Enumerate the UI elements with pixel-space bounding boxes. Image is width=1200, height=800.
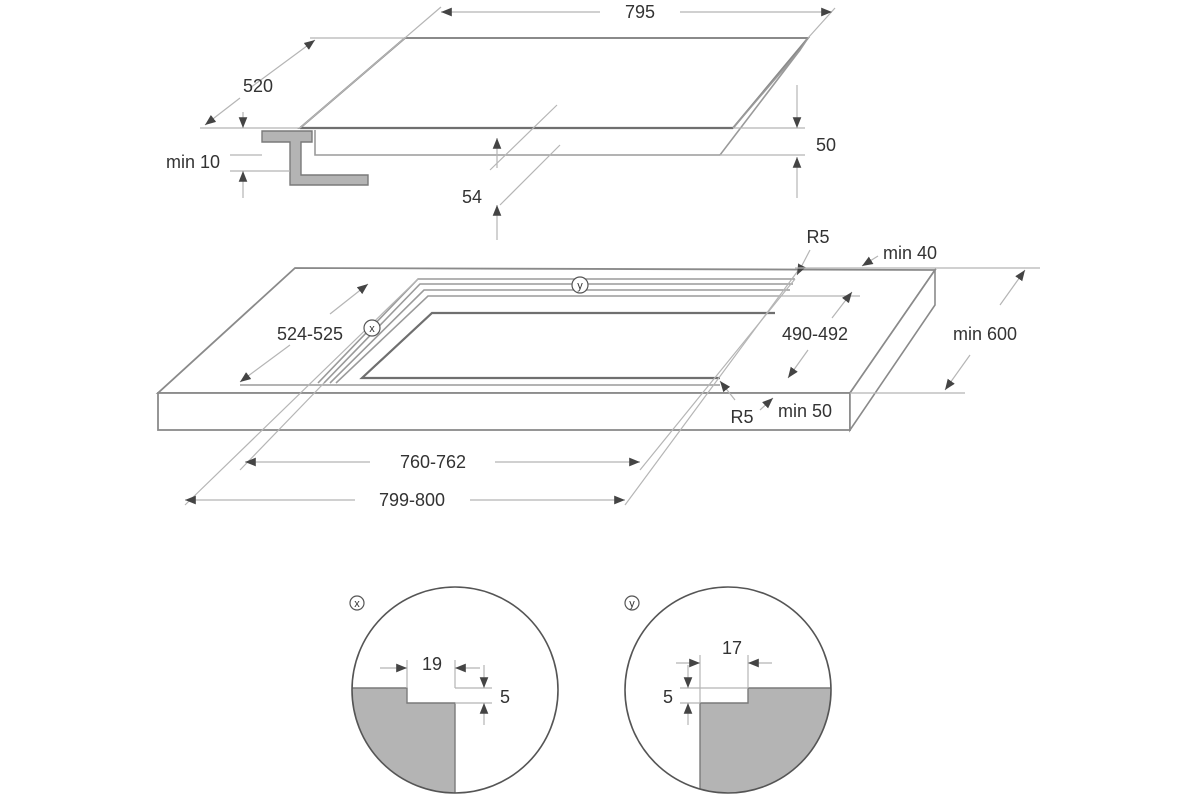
detail-y-label: y xyxy=(629,598,635,610)
hob-height-label: 50 xyxy=(816,135,836,155)
hob-width-label: 795 xyxy=(625,2,655,22)
cutout-opening xyxy=(359,311,775,380)
cutout-depth-label: 524-525 xyxy=(277,324,343,344)
detail-x-depth: 5 xyxy=(500,687,510,707)
detail-x-width: 19 xyxy=(422,654,442,674)
worktop-depth-label: min 600 xyxy=(953,324,1017,344)
detail-x-tag: x xyxy=(369,323,375,335)
back-min-label: min 40 xyxy=(883,243,937,263)
inner-depth-label: 490-492 xyxy=(782,324,848,344)
detail-y-tag: y xyxy=(577,280,583,292)
front-min-label: min 50 xyxy=(778,401,832,421)
mounting-bracket xyxy=(261,130,369,186)
hob-depth-label: 520 xyxy=(243,76,273,96)
hob-top-face xyxy=(297,37,811,129)
radius-back-label: R5 xyxy=(806,227,829,247)
detail-y-depth: 5 xyxy=(663,687,673,707)
detail-y: y 17 5 xyxy=(624,586,832,794)
worktop-drawing: 524-525 x y 490-492 R5 min 40 min 600 R5… xyxy=(155,227,1040,510)
outer-width-label: 799-800 xyxy=(379,490,445,510)
radius-front-label: R5 xyxy=(730,407,753,427)
detail-x: x 19 5 xyxy=(349,586,559,794)
hob-drawing: 795 520 min 10 54 50 xyxy=(166,2,836,240)
detail-y-width: 17 xyxy=(722,638,742,658)
inner-width-label: 760-762 xyxy=(400,452,466,472)
detail-x-label: x xyxy=(354,598,360,610)
clearance-label: 54 xyxy=(462,187,482,207)
detail-y-marker xyxy=(571,276,589,294)
detail-x-marker xyxy=(363,319,381,337)
bracket-min-label: min 10 xyxy=(166,152,220,172)
